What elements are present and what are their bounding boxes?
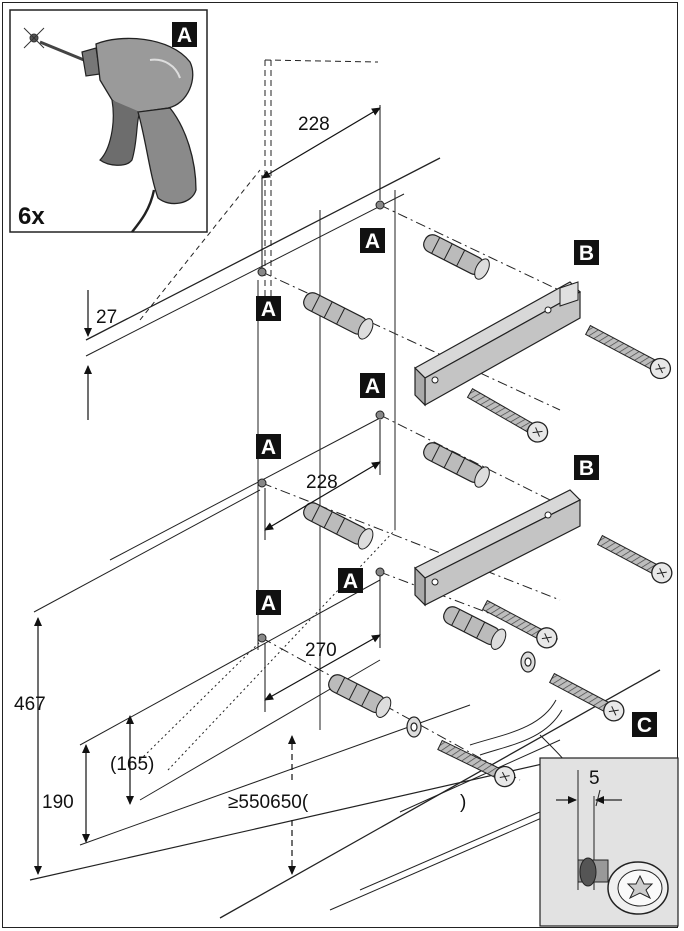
wall-plug	[303, 292, 374, 340]
screw	[481, 599, 558, 649]
label-a-inset: A	[177, 24, 192, 47]
label-c: C	[637, 714, 652, 737]
dimension-lines	[34, 105, 381, 875]
part-labels: A A A A A A B B C	[256, 228, 657, 737]
dim-5: 5	[589, 768, 600, 789]
wall-plug	[303, 502, 374, 550]
label-a-1: A	[365, 230, 380, 253]
label-a-5: A	[343, 570, 358, 593]
dim-27: 27	[96, 307, 117, 328]
drill-count: 6x	[18, 203, 45, 230]
dim-550-close: )	[460, 792, 466, 813]
mounting-bracket-upper	[414, 281, 581, 407]
drill-holes	[257, 200, 385, 643]
crosshair-icon	[23, 27, 45, 49]
screw-detail-inset: 5	[539, 757, 679, 927]
wall-plug	[423, 442, 490, 488]
screw	[466, 387, 549, 443]
dim-467: 467	[14, 694, 46, 715]
dim-190: 190	[42, 792, 74, 813]
wall-plug	[328, 674, 392, 718]
washers	[406, 651, 536, 738]
screw	[548, 672, 625, 722]
dim-228-mid: 228	[306, 472, 338, 493]
dim-550: ≥550650(	[228, 792, 309, 813]
drill-bit	[39, 40, 85, 62]
drill-icon	[81, 37, 197, 233]
label-a-6: A	[261, 592, 276, 615]
screw	[584, 324, 672, 380]
wall-plug	[443, 606, 507, 650]
dim-165: (165)	[110, 754, 154, 775]
screw	[596, 534, 673, 584]
label-a-2: A	[261, 298, 276, 321]
drill-inset: A 6x	[9, 9, 208, 233]
screws	[437, 324, 673, 788]
mounting-bracket-lower	[413, 489, 582, 607]
dim-228-top: 228	[298, 114, 330, 135]
label-b-2: B	[579, 457, 594, 480]
label-b-1: B	[579, 242, 594, 265]
dim-270: 270	[305, 640, 337, 661]
screw	[437, 739, 516, 788]
dimension-texts: 228 27 228 270 467 (165) 190 ≥550650( )	[14, 114, 466, 813]
wall-plug	[423, 234, 490, 280]
label-a-3: A	[365, 375, 380, 398]
label-a-4: A	[261, 436, 276, 459]
screw-head-icon	[577, 857, 669, 915]
